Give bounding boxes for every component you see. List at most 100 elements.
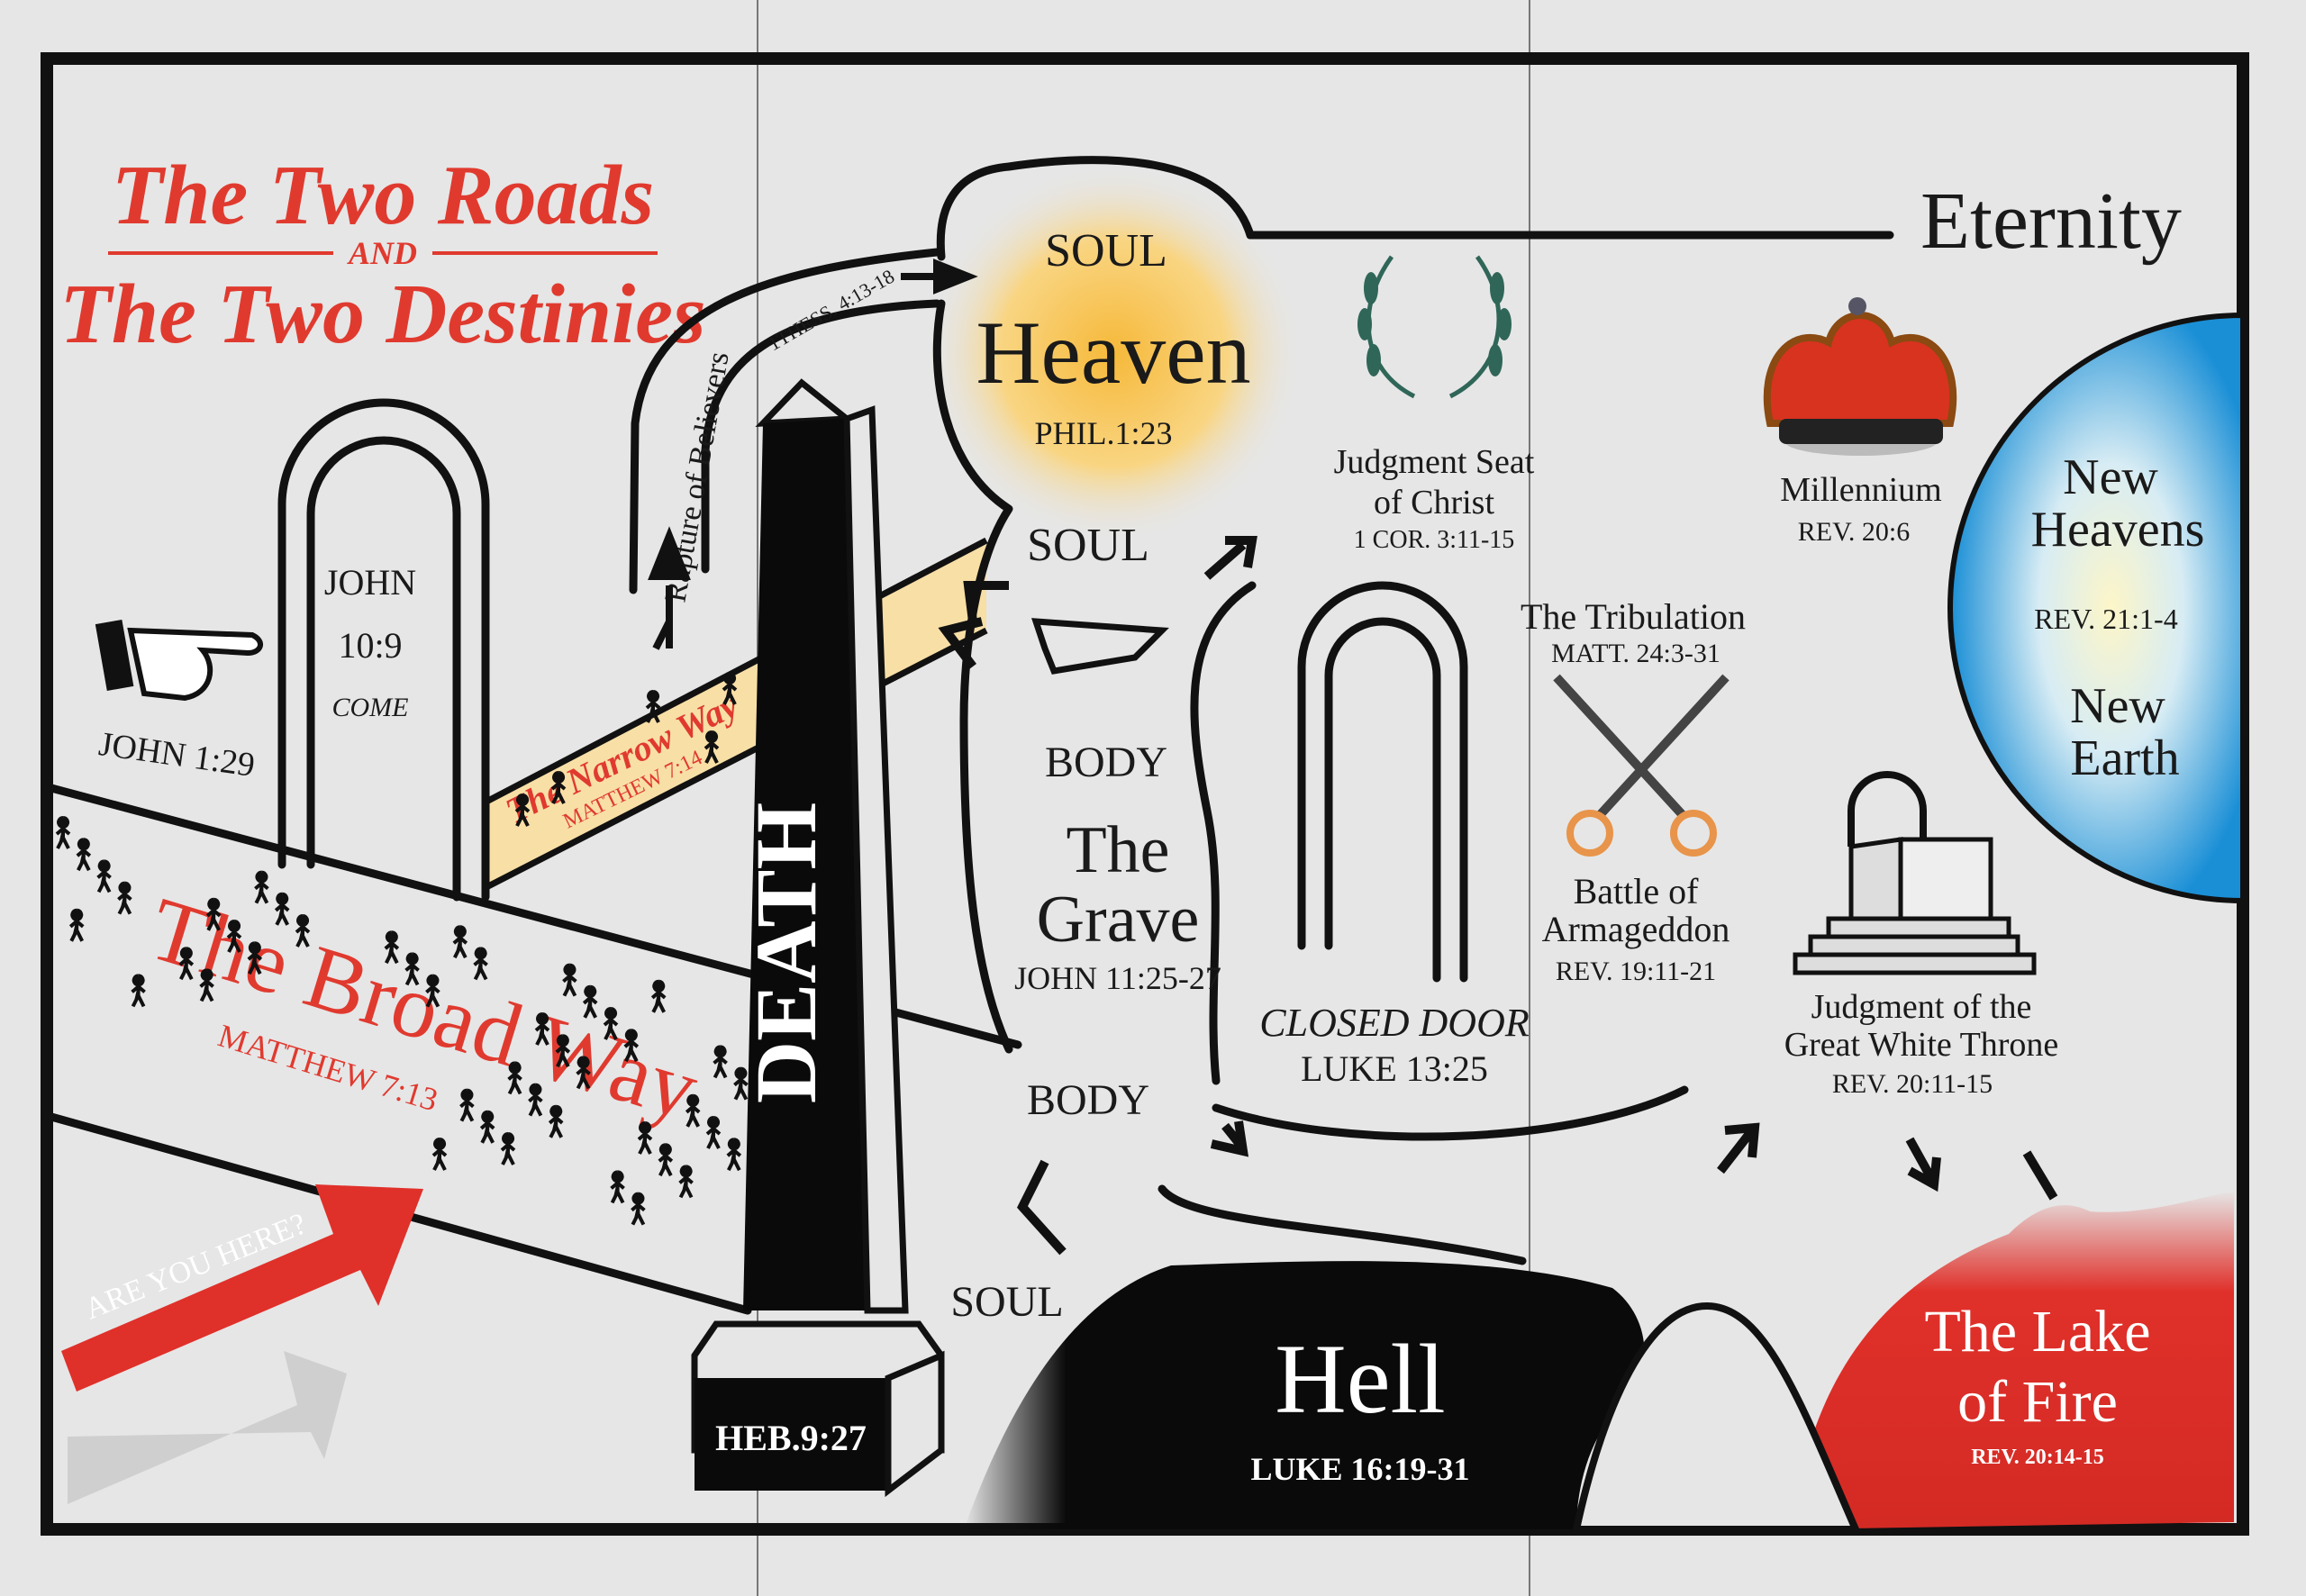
- grave-line1: The: [1066, 813, 1169, 887]
- death-obelisk: [691, 378, 945, 1498]
- death-ref: HEB.9:27: [715, 1418, 867, 1458]
- heaven-glow: [924, 164, 1303, 542]
- walkers-group: [55, 672, 749, 1226]
- walker-figure-icon: [247, 941, 263, 975]
- walker-figure-icon: [55, 816, 71, 849]
- walker-figure-icon: [131, 974, 146, 1008]
- new-heavens-line2: Heavens: [2031, 502, 2205, 558]
- walker-figure-icon: [610, 1170, 625, 1204]
- laurel-wreath-icon: [1357, 255, 1512, 399]
- walker-figure-icon: [637, 1121, 653, 1155]
- walker-figure-icon: [205, 897, 222, 931]
- judgment-seat-line2: of Christ: [1374, 484, 1495, 521]
- closed-door-arch: [1297, 581, 1468, 983]
- new-heavens-line1: New: [2063, 449, 2158, 505]
- hell-shape: [964, 1261, 1645, 1529]
- grave-ref: JOHN 11:25-27: [1014, 960, 1221, 996]
- heaven-ref: PHIL.1:23: [1035, 415, 1173, 451]
- grave-outline-right: [1190, 581, 1257, 1085]
- crossed-swords-icon: [1553, 674, 1730, 857]
- lake-ref: REV. 20:14-15: [1971, 1446, 2104, 1469]
- lake-of-fire-shape: [1793, 1191, 2234, 1529]
- hell-mound: [1572, 1301, 1862, 1533]
- walker-figure-icon: [726, 1138, 742, 1172]
- walker-figure-icon: [548, 1104, 564, 1138]
- walker-figure-icon: [514, 793, 531, 827]
- eternity-label: Eternity: [1920, 177, 2182, 266]
- walker-figure-icon: [76, 838, 92, 872]
- walker-figure-icon: [733, 1066, 749, 1101]
- walker-figure-icon: [623, 1029, 640, 1063]
- walker-figure-icon: [431, 1138, 448, 1171]
- hell-label: Hell: [1275, 1324, 1445, 1434]
- white-throne-ref: REV. 20:11-15: [1832, 1069, 1993, 1099]
- walker-figure-icon: [631, 1192, 646, 1226]
- are-you-here-arrow: [61, 1184, 423, 1392]
- heaven-soul-bottom: SOUL: [1027, 520, 1149, 571]
- walker-figure-icon: [582, 984, 598, 1019]
- road-to-throne: [1212, 1085, 1689, 1141]
- pointing-hand-icon: [95, 619, 263, 702]
- armageddon-ref: REV. 19:11-21: [1556, 957, 1716, 986]
- walker-figure-icon: [562, 963, 577, 997]
- walker-figure-icon: [384, 930, 400, 965]
- millennium-label: Millennium: [1780, 471, 1941, 509]
- title-line1: The Two Roads: [112, 149, 654, 242]
- walker-figure-icon: [678, 1165, 694, 1199]
- walker-figure-icon: [705, 1116, 722, 1149]
- walker-figure-icon: [603, 1007, 619, 1040]
- walker-figure-icon: [650, 979, 667, 1013]
- walker-figure-icon: [459, 1088, 475, 1122]
- walker-figure-icon: [685, 1093, 701, 1128]
- closed-door-ref: LUKE 13:25: [1301, 1048, 1488, 1089]
- judgment-seat-ref: 1 COR. 3:11-15: [1354, 526, 1515, 554]
- walker-figure-icon: [555, 1034, 571, 1068]
- walker-figure-icon: [507, 1061, 522, 1095]
- walker-figure-icon: [550, 771, 567, 804]
- death-label: DEATH: [738, 803, 834, 1103]
- grave-soul: SOUL: [950, 1278, 1063, 1326]
- grave-lid: [1031, 618, 1169, 675]
- title-line2: The Two Destinies: [59, 268, 705, 361]
- walker-figure-icon: [96, 859, 112, 893]
- white-throne-line1: Judgment of the: [1811, 988, 2032, 1026]
- road-to-hell: [1158, 1184, 1527, 1265]
- heaven-label: Heaven: [976, 303, 1250, 403]
- walker-figure-icon: [452, 925, 468, 959]
- tribulation-label: The Tribulation: [1521, 596, 1746, 637]
- rapture-path-inner: [701, 299, 941, 574]
- walker-figure-icon: [295, 914, 311, 948]
- heaven-soul-top: SOUL: [1045, 225, 1167, 277]
- walker-figure-icon: [645, 690, 661, 723]
- walker-figure-icon: [534, 1012, 550, 1046]
- heaven-outline: [936, 156, 1894, 261]
- walker-figure-icon: [425, 974, 440, 1008]
- walker-figure-icon: [254, 870, 269, 904]
- arrow-shadow: [68, 1351, 347, 1504]
- title: The Two Roads AND The Two Destinies: [59, 149, 705, 361]
- door-line2: 10:9: [338, 625, 402, 666]
- grave-body-top: BODY: [1045, 739, 1167, 786]
- new-earth-line1: New: [2070, 678, 2165, 734]
- door-line3: COME: [332, 693, 409, 722]
- new-heavens-ref: REV. 21:1-4: [2034, 603, 2177, 635]
- tribulation-ref: MATT. 24:3-31: [1551, 639, 1720, 668]
- new-earth-globe: [1947, 312, 2246, 904]
- lake-line2: of Fire: [1957, 1369, 2118, 1435]
- closed-door-label: CLOSED DOOR: [1259, 1001, 1530, 1045]
- white-throne-line2: Great White Throne: [1784, 1026, 2059, 1064]
- arrow-up-icon: [648, 526, 691, 650]
- door-line1: JOHN: [324, 562, 416, 603]
- armageddon-line2: Armageddon: [1542, 909, 1730, 949]
- grave-line2: Grave: [1037, 883, 1200, 957]
- walker-figure-icon: [473, 947, 488, 981]
- walker-figure-icon: [713, 1045, 728, 1079]
- direction-arrows-icon: [938, 536, 2058, 1256]
- judgment-seat-line1: Judgment Seat: [1334, 443, 1535, 481]
- narrow-gate-arch: [277, 398, 490, 902]
- arrow-to-heaven-icon: [901, 258, 978, 295]
- white-throne-icon: [1793, 771, 2037, 975]
- walker-figure-icon: [199, 968, 214, 1002]
- walker-figure-icon: [500, 1132, 516, 1165]
- walker-figure-icon: [528, 1083, 543, 1117]
